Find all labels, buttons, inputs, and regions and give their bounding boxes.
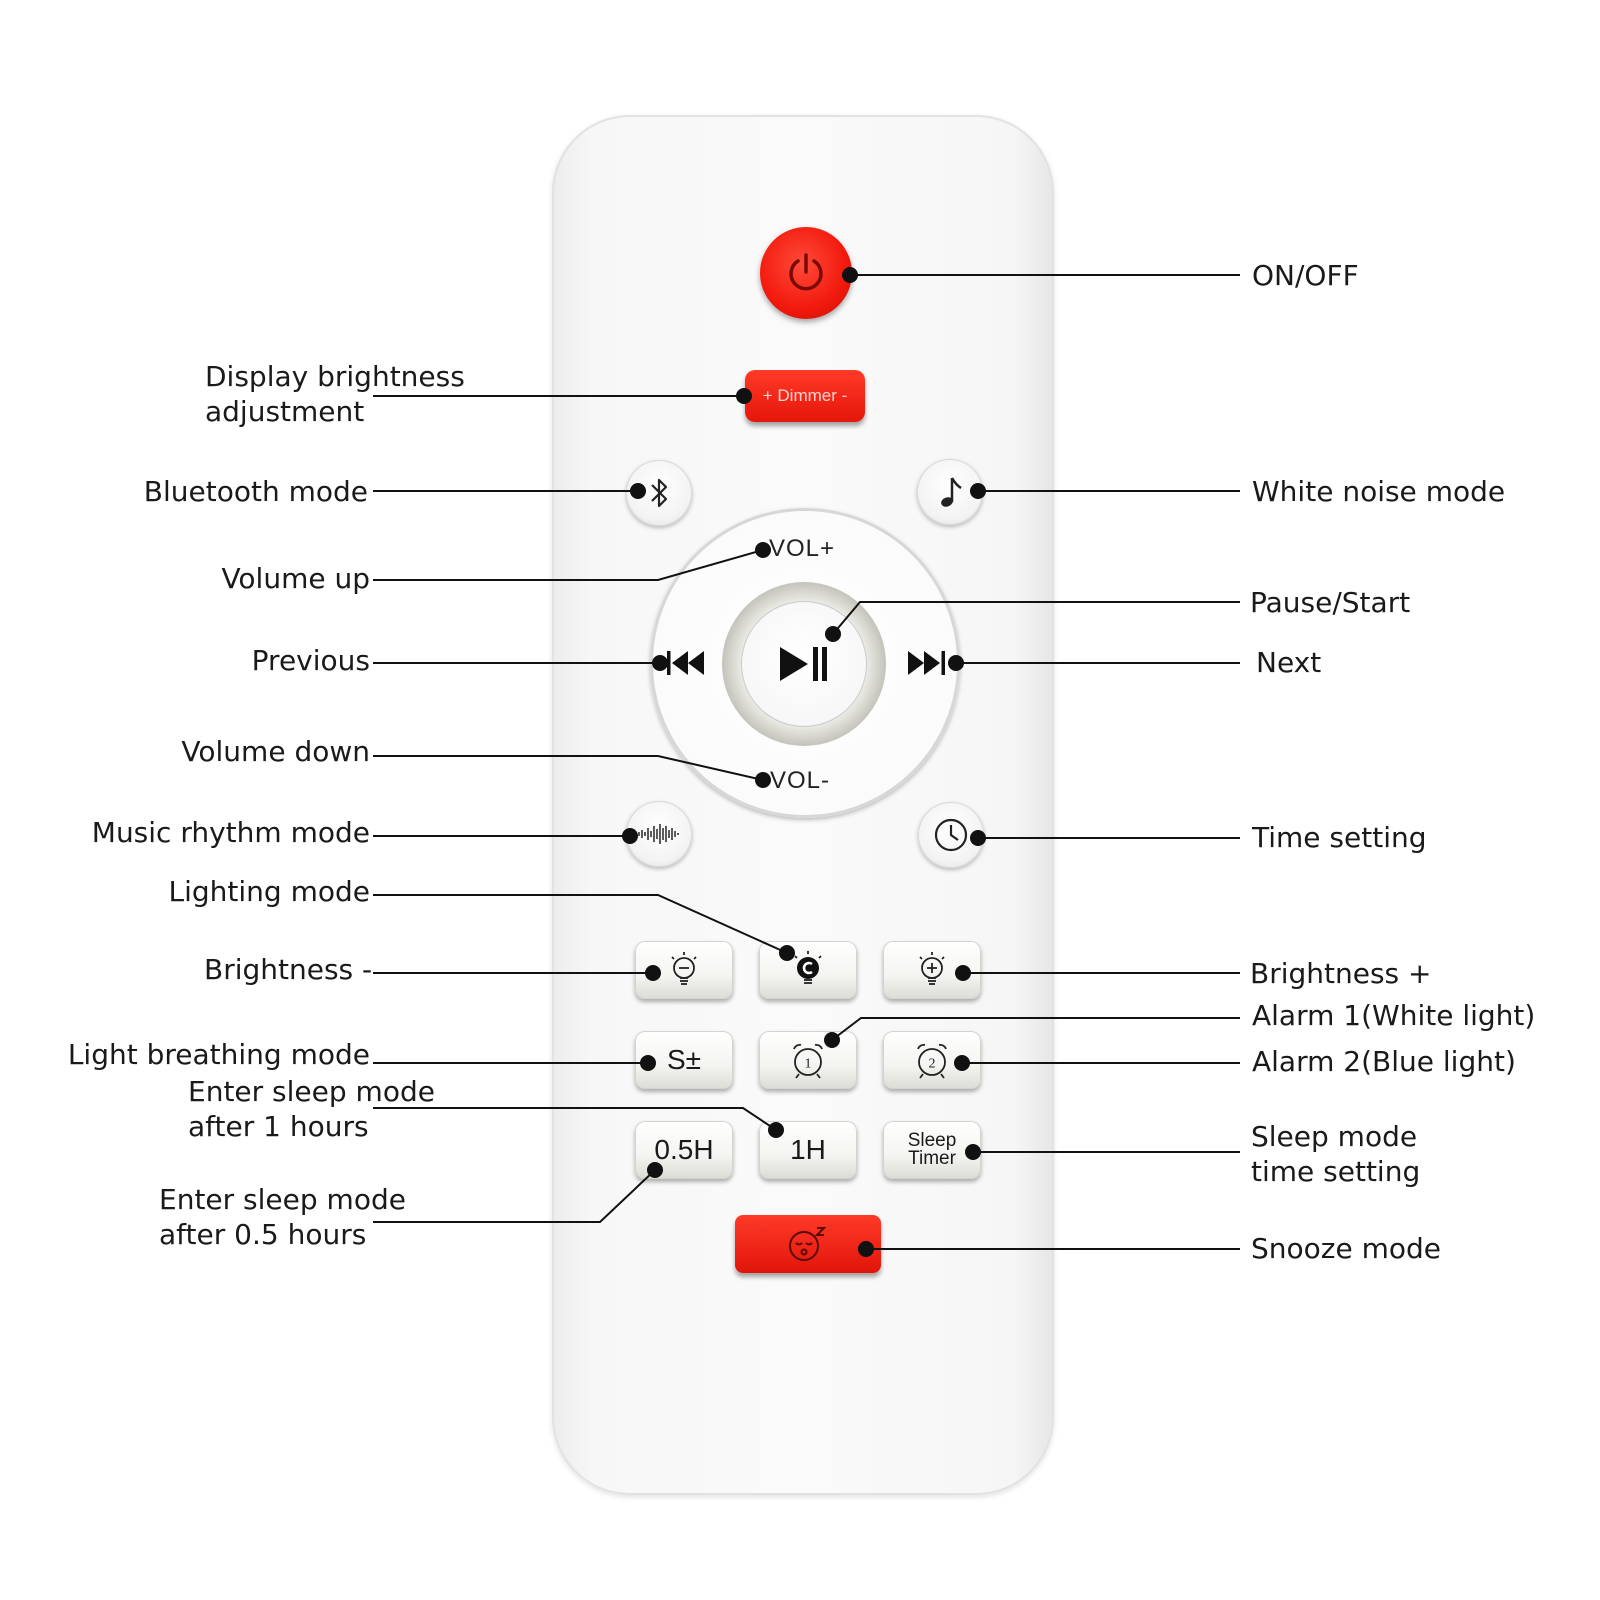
snooze-button[interactable] — [735, 1215, 881, 1273]
volume-down-label[interactable]: VOL- — [770, 767, 831, 794]
alarm2-button[interactable]: 2 — [883, 1031, 981, 1089]
label-brightness-plus: Brightness + — [1250, 957, 1432, 990]
label-sleep-05h-1: Enter sleep mode — [159, 1183, 406, 1216]
label-alarm1: Alarm 1(White light) — [1252, 999, 1536, 1032]
label-snooze-mode: Snooze mode — [1251, 1232, 1442, 1265]
next-icon — [908, 651, 945, 675]
label-white-noise-mode: White noise mode — [1252, 475, 1506, 508]
one-hour-label: 1H — [790, 1134, 826, 1165]
label-time-setting: Time setting — [1252, 821, 1427, 854]
label-brightness-minus: Brightness - — [204, 953, 373, 986]
dimmer-button[interactable]: + Dimmer - — [745, 370, 865, 422]
dimmer-label: + Dimmer - — [762, 386, 848, 405]
label-pause-start: Pause/Start — [1250, 586, 1411, 619]
next-button[interactable] — [900, 645, 950, 681]
one-hour-button[interactable]: 1H — [759, 1121, 857, 1179]
time-setting-button[interactable] — [918, 802, 984, 868]
play-pause-icon — [780, 647, 827, 681]
bulb-minus-icon — [671, 952, 697, 985]
label-previous: Previous — [251, 644, 370, 677]
previous-button[interactable] — [662, 645, 712, 681]
label-volume-up: Volume up — [221, 562, 370, 595]
label-sleep-time-setting-1: Sleep mode — [1251, 1120, 1418, 1153]
half-hour-button[interactable]: 0.5H — [635, 1121, 733, 1179]
sound-wave-icon — [638, 824, 679, 844]
light-breathing-button[interactable]: S± — [635, 1031, 733, 1089]
label-sleep-1h-2: after 1 hours — [188, 1110, 369, 1143]
label-music-rhythm-mode: Music rhythm mode — [91, 816, 370, 849]
bluetooth-button[interactable] — [626, 460, 692, 526]
music-rhythm-button[interactable] — [626, 801, 692, 867]
alarm1-button[interactable]: 1 — [759, 1031, 857, 1089]
alarm2-number: 2 — [929, 1057, 936, 1072]
label-bluetooth-mode: Bluetooth mode — [143, 475, 368, 508]
lighting-mode-button[interactable] — [759, 941, 857, 999]
label-display-brightness-1: Display brightness — [205, 360, 465, 393]
clock-icon — [934, 818, 968, 852]
sleep-timer-line1: Sleep — [907, 1130, 957, 1151]
sleep-timer-button[interactable]: Sleep Timer — [883, 1121, 981, 1179]
brightness-minus-button[interactable] — [635, 941, 733, 999]
sleep-timer-line2: Timer — [908, 1148, 956, 1169]
white-noise-button[interactable] — [917, 459, 983, 525]
alarm-clock-2-icon: 2 — [917, 1043, 947, 1079]
alarm1-number: 1 — [805, 1057, 812, 1072]
label-sleep-time-setting-2: time setting — [1251, 1155, 1421, 1188]
music-note-icon — [941, 477, 962, 507]
label-next: Next — [1256, 646, 1322, 679]
label-display-brightness-2: adjustment — [205, 395, 365, 428]
bluetooth-icon — [651, 478, 668, 508]
label-lighting-mode: Lighting mode — [168, 875, 370, 908]
alarm-clock-1-icon: 1 — [793, 1043, 823, 1079]
sleeping-face-icon — [789, 1227, 827, 1261]
label-light-breathing-mode: Light breathing mode — [67, 1038, 370, 1071]
label-on-off: ON/OFF — [1252, 259, 1359, 292]
volume-up-label[interactable]: VOL+ — [769, 535, 836, 562]
bulb-plus-icon — [919, 952, 945, 985]
power-button[interactable] — [760, 227, 852, 319]
power-icon — [789, 253, 823, 291]
label-sleep-05h-2: after 0.5 hours — [159, 1218, 367, 1251]
label-alarm2: Alarm 2(Blue light) — [1252, 1045, 1516, 1078]
half-hour-label: 0.5H — [654, 1134, 714, 1165]
brightness-plus-button[interactable] — [883, 941, 981, 999]
label-volume-down: Volume down — [181, 735, 370, 768]
bulb-color-icon — [794, 951, 822, 984]
play-pause-button[interactable] — [741, 601, 867, 727]
previous-icon — [667, 651, 704, 675]
label-sleep-1h-1: Enter sleep mode — [188, 1075, 435, 1108]
s-plus-minus-label: S± — [666, 1044, 702, 1075]
